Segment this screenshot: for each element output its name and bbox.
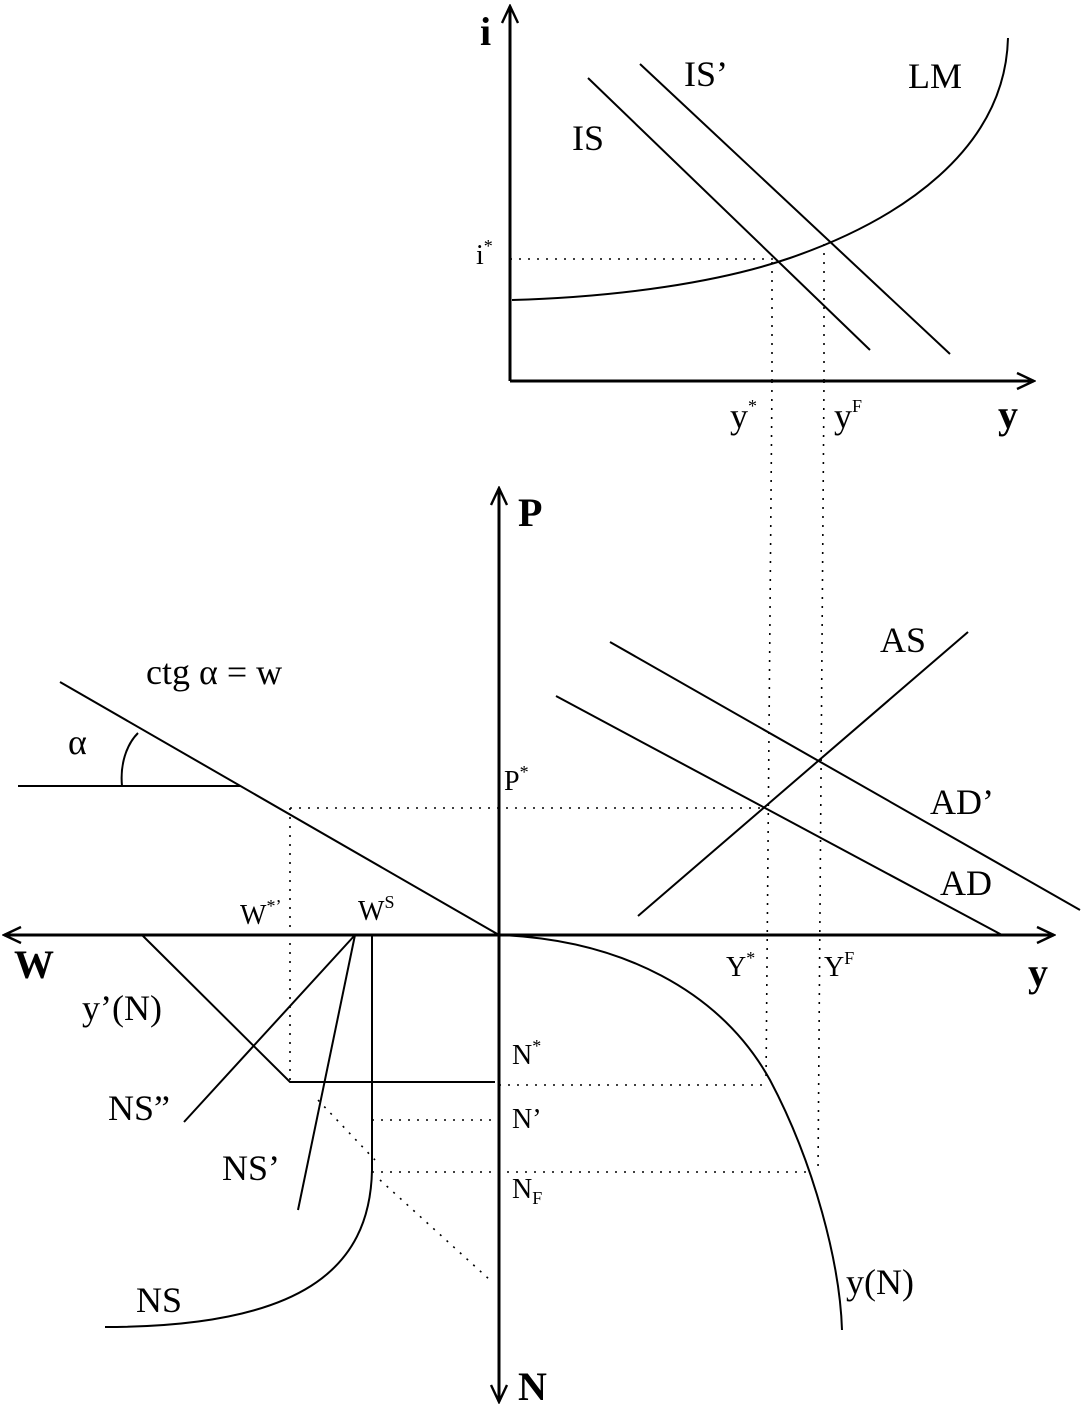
diagonal-guide-2 (379, 1179, 491, 1281)
angle-arc (120, 732, 139, 787)
i-star-tick: i* (476, 236, 493, 271)
lm-label: LM (908, 56, 962, 96)
n-axis-label: N (518, 1364, 547, 1409)
diagonal-guide-1 (317, 1099, 376, 1161)
ad-prime-curve (609, 641, 1081, 911)
p-star-tick: P* (504, 762, 529, 797)
as-label: AS (880, 620, 926, 660)
ad-label: AD (940, 863, 992, 903)
y-axis-label: y (1028, 950, 1048, 995)
lm-curve (511, 37, 1009, 301)
wage-line (59, 681, 500, 936)
y-prime-n-label: y’(N) (82, 988, 162, 1028)
formula-label: ctg α = w (146, 652, 282, 692)
is-prime-label: IS’ (684, 54, 728, 94)
angle-label: α (68, 722, 87, 762)
ns-label: NS (136, 1280, 182, 1320)
as-curve (637, 631, 969, 917)
ns-curve (104, 935, 373, 1328)
y-f-tick: yF (834, 396, 862, 436)
y-n-label: y(N) (846, 1262, 914, 1302)
production-function-curve (500, 934, 843, 1331)
is-curve (587, 77, 871, 351)
ns-double-prime-curve (183, 934, 356, 1123)
ns-prime-curve (297, 934, 356, 1211)
w-star-tick: W*’ (240, 896, 281, 931)
w-axis-label: W (14, 942, 54, 987)
is-prime-curve (639, 63, 951, 355)
n-prime-tick: N’ (512, 1104, 542, 1135)
labor-demand-curve (141, 934, 495, 1083)
p-axis-label: P (518, 490, 542, 535)
n-f-tick: NF (512, 1174, 542, 1208)
bottom-panel: P N W y ctg α = w α P* N* N’ NF W*’ WS Y… (4, 380, 1081, 1409)
ns-double-prime-label: NS” (108, 1088, 170, 1128)
y-star-tick: y* (730, 396, 757, 436)
top-panel: i y IS IS’ LM i* y* yF (476, 6, 1034, 437)
n-star-tick: N* (512, 1036, 541, 1071)
is-label: IS (572, 118, 604, 158)
Y-f-tick: YF (824, 948, 854, 983)
Y-star-tick: Y* (726, 948, 755, 983)
top-i-axis-label: i (480, 9, 491, 54)
ad-curve (555, 695, 1003, 936)
ns-prime-label: NS’ (222, 1148, 280, 1188)
y-f-guide-bottom (817, 380, 825, 1174)
w-s-tick: WS (358, 892, 394, 927)
top-y-axis-label: y (998, 392, 1018, 437)
ad-prime-label: AD’ (930, 782, 994, 822)
